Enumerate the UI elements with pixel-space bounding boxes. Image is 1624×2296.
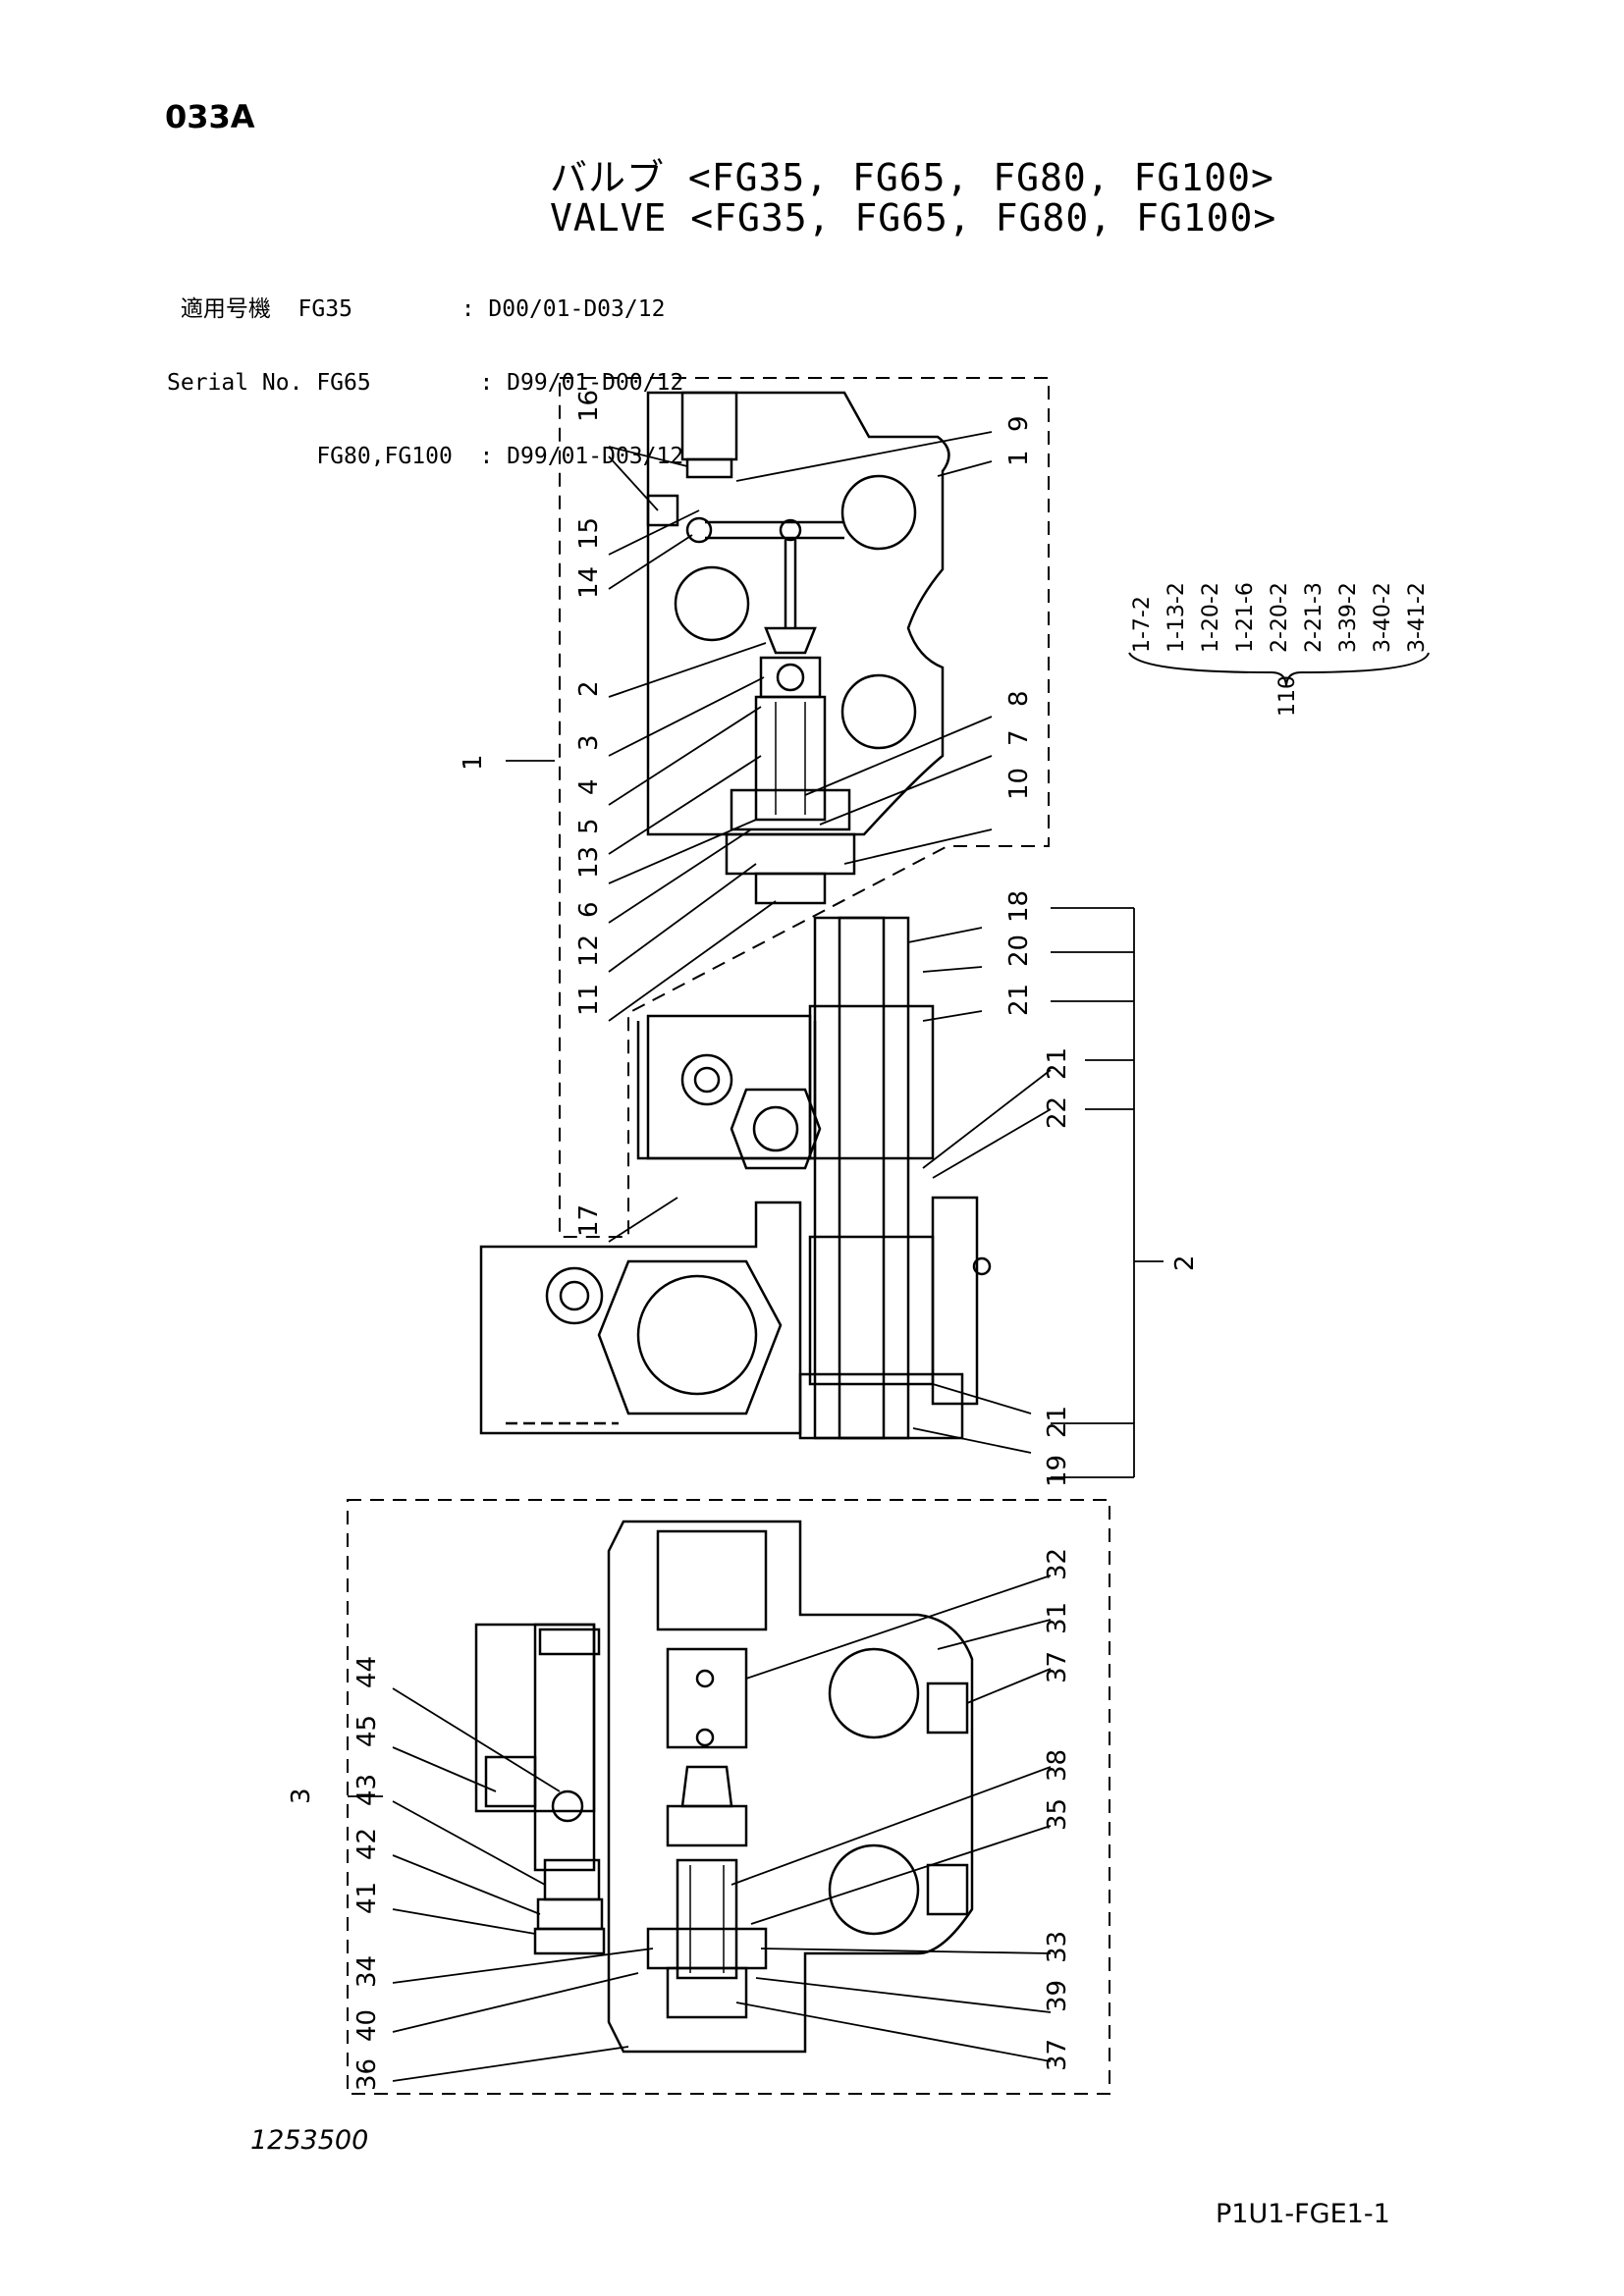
callout-41: 41 — [352, 1882, 382, 1914]
callout-14: 14 — [574, 566, 604, 599]
callout-22: 22 — [1043, 1096, 1072, 1129]
assembly-3-boundary — [347, 1499, 1110, 2095]
callout-6: 6 — [574, 901, 604, 918]
callout-3-group: 3 — [287, 1788, 316, 1804]
callouts-assembly-2: 18 20 21 21 22 2 21 19 — [1004, 890, 1200, 1487]
kit-item: 3-39-2 — [1336, 582, 1361, 653]
callout-35: 35 — [1043, 1798, 1072, 1831]
callout-36: 36 — [352, 2058, 382, 2091]
page-id: P1U1-FGE1-1 — [1216, 2199, 1390, 2229]
callout-21-top: 21 — [1004, 984, 1034, 1016]
callout-18: 18 — [1004, 890, 1034, 923]
callout-19: 19 — [1043, 1455, 1072, 1487]
callout-11: 11 — [574, 984, 604, 1016]
callout-44: 44 — [352, 1656, 382, 1688]
page-code: 033A — [165, 98, 255, 135]
callout-16: 16 — [574, 390, 604, 422]
callout-21-mid: 21 — [1043, 1047, 1072, 1080]
leader-lines-assembly-1 — [506, 431, 993, 1243]
callout-2-group: 2 — [1170, 1255, 1200, 1271]
kit-brace — [1128, 652, 1430, 688]
callout-12: 12 — [574, 934, 604, 967]
callout-21-bottom: 21 — [1043, 1406, 1072, 1438]
callout-39: 39 — [1043, 1980, 1072, 2012]
callout-43: 43 — [352, 1774, 382, 1806]
callout-8: 8 — [1004, 690, 1034, 707]
kit-number: 110 — [1275, 675, 1300, 717]
kit-item: 2-20-2 — [1268, 582, 1292, 653]
callout-32: 32 — [1043, 1548, 1072, 1580]
kit-item: 3-40-2 — [1371, 582, 1395, 653]
serial-number-table: 適用号機 FG35 : D00/01-D03/12 Serial No. FG6… — [167, 248, 683, 494]
serial-line: FG80,FG100 : D99/01-D03/12 — [167, 444, 684, 469]
callout-31: 31 — [1043, 1602, 1072, 1634]
callout-34: 34 — [352, 1955, 382, 1988]
leader-lines-assembly-2 — [907, 907, 1164, 1478]
middle-valve-body — [479, 916, 992, 1440]
callout-9: 9 — [1004, 415, 1034, 432]
callout-5: 5 — [574, 818, 604, 834]
callout-33: 33 — [1043, 1931, 1072, 1963]
callout-2: 2 — [574, 680, 604, 697]
kit-item: 3-41-2 — [1405, 582, 1430, 653]
callout-17: 17 — [574, 1204, 604, 1237]
kit-item: 1-7-2 — [1130, 596, 1155, 653]
kit-item: 1-21-6 — [1233, 582, 1258, 653]
callout-3: 3 — [574, 734, 604, 751]
title-japanese: バルブ <FG35, FG65, FG80, FG100> — [550, 156, 1274, 199]
callout-4: 4 — [574, 778, 604, 795]
serial-line: 適用号機 FG35 : D00/01-D03/12 — [167, 296, 666, 322]
callout-13: 13 — [574, 846, 604, 879]
callouts-assembly-3: 32 31 37 44 45 3 43 42 41 38 35 34 33 40… — [287, 1548, 1072, 2091]
kit-item: 2-21-3 — [1302, 582, 1326, 653]
callout-20: 20 — [1004, 934, 1034, 967]
callout-7: 7 — [1004, 729, 1034, 746]
callout-38: 38 — [1043, 1749, 1072, 1782]
kit-item: 1-13-2 — [1164, 582, 1189, 653]
callouts-assembly-1: 16 15 14 2 3 4 5 13 6 12 11 9 1 8 7 10 1… — [459, 390, 1034, 1237]
seal-kit-list: 110 1-7-2 1-13-2 1-20-2 1-21-6 2-20-2 2-… — [1130, 582, 1430, 717]
callout-1a: 1 — [1004, 450, 1034, 466]
callout-42: 42 — [352, 1828, 382, 1860]
title-english: VALVE <FG35, FG65, FG80, FG100> — [550, 196, 1277, 240]
callout-15: 15 — [574, 517, 604, 550]
callout-1: 1 — [459, 754, 488, 771]
kit-item: 1-20-2 — [1199, 582, 1223, 653]
serial-line: Serial No. FG65 : D99/01-D00/12 — [167, 370, 684, 396]
callout-37-top: 37 — [1043, 1651, 1072, 1683]
callout-40: 40 — [352, 2009, 382, 2042]
callout-37-bottom: 37 — [1043, 2039, 1072, 2071]
leader-lines-assembly-3 — [348, 1575, 1052, 2082]
callout-10: 10 — [1004, 768, 1034, 800]
assembly-1-boundary — [559, 377, 1050, 1238]
callout-45: 45 — [352, 1715, 382, 1747]
drawing-number: 1253500 — [250, 2125, 369, 2156]
